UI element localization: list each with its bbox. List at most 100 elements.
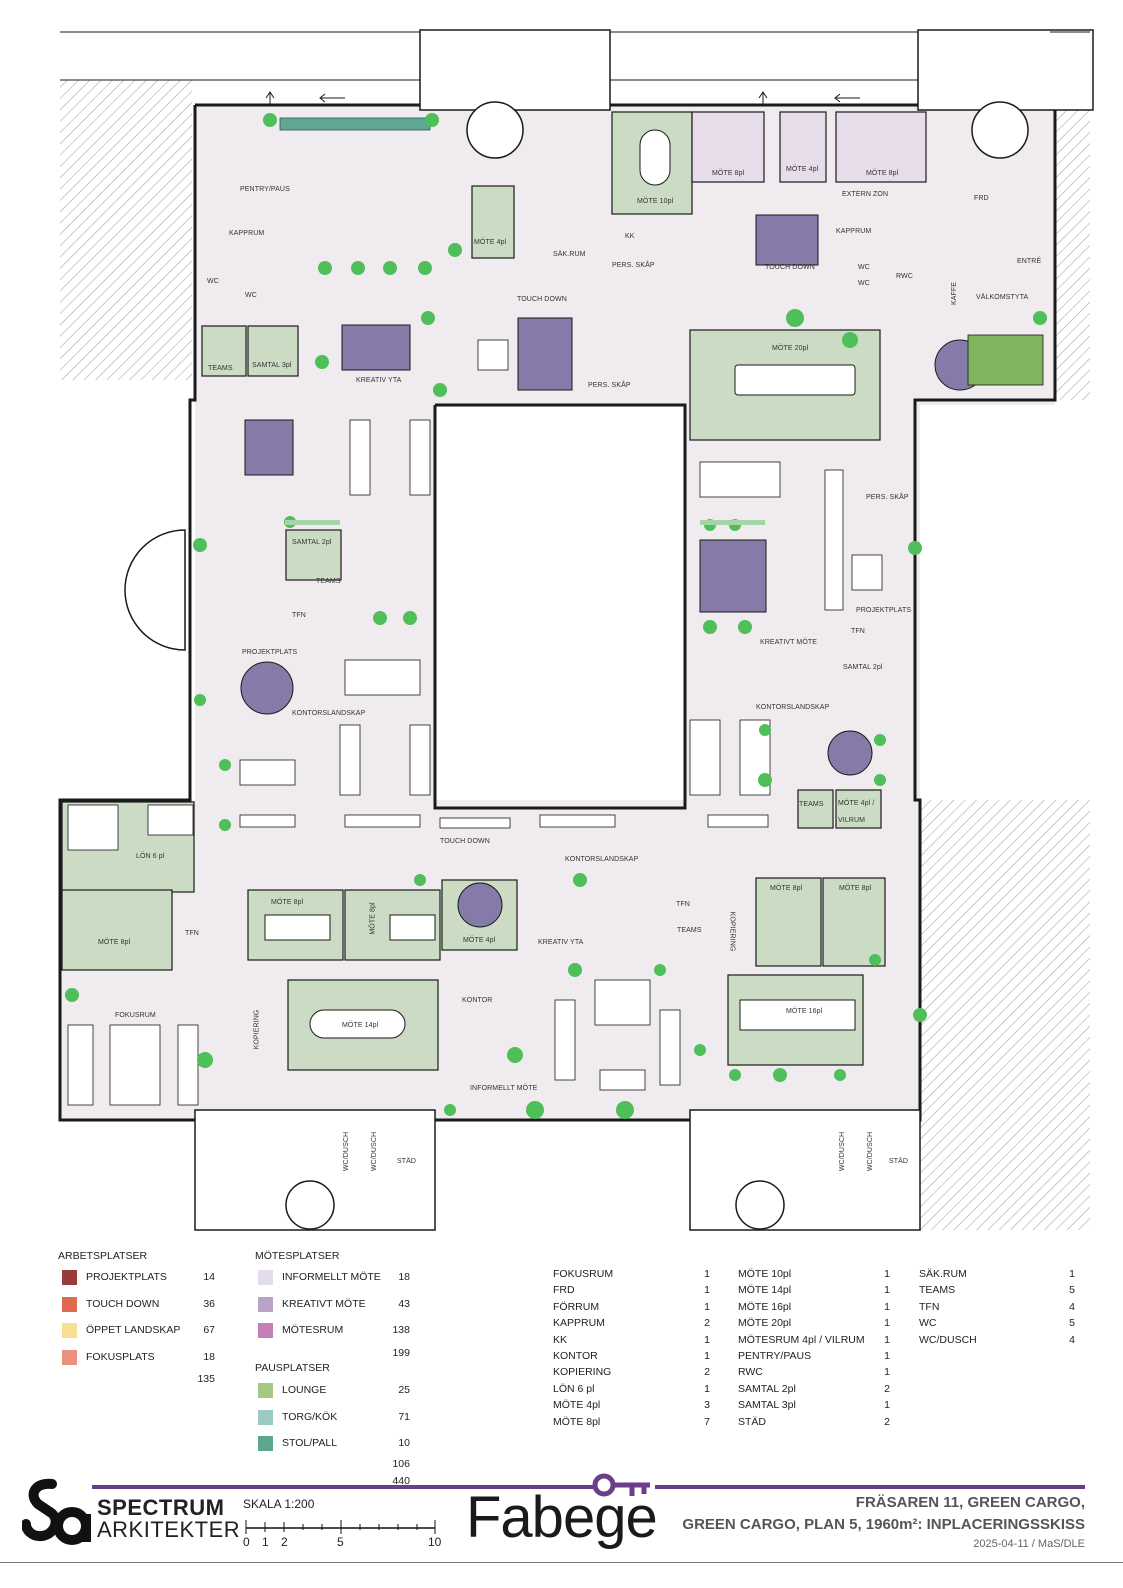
- label-mote4-n2: MÖTE 4pl: [786, 166, 819, 173]
- room-type-count: 1: [884, 1284, 890, 1297]
- legend-swatch: [62, 1270, 77, 1285]
- legend-swatch: [62, 1323, 77, 1338]
- room-type-name: SAMTAL 2pl: [738, 1382, 796, 1395]
- label-kapprum-e: KAPPRUM: [836, 228, 872, 235]
- label-mote20: MÖTE 20pl: [772, 345, 809, 352]
- label-tfn-sw: TFN: [185, 930, 199, 937]
- label-entre: ENTRÉ: [1017, 258, 1042, 265]
- floor-plan: [58, 29, 1094, 1231]
- label-kapprum-w: KAPPRUM: [229, 230, 265, 237]
- room-type-name: KAPPRUM: [553, 1317, 605, 1330]
- title-rule: [655, 1485, 1085, 1489]
- label-tfn-e: TFN: [851, 628, 865, 635]
- bay-window-west: [124, 529, 186, 651]
- label-pentry: PENTRY/PAUS: [240, 186, 290, 193]
- label-kontorslandskap-w: KONTORSLANDSKAP: [292, 710, 366, 717]
- room-type-name: KK: [553, 1333, 568, 1346]
- room-type-name: KONTOR: [553, 1350, 598, 1362]
- label-wc-dusch-4: WC/DUSCH: [867, 1131, 875, 1172]
- legend-count: 71: [398, 1411, 410, 1423]
- legend-count: 25: [398, 1384, 410, 1396]
- scale-tick: 2: [281, 1535, 288, 1549]
- title-line-2: GREEN CARGO, PLAN 5, 1960m²: INPLACERING…: [682, 1516, 1085, 1533]
- label-tfn-s: TFN: [676, 901, 690, 908]
- label-stad-1: STÄD: [397, 1158, 417, 1165]
- room-type-name: WC: [919, 1317, 937, 1330]
- room-type-count: 2: [704, 1366, 710, 1379]
- label-kontorslandskap-e: KONTORSLANDSKAP: [756, 704, 830, 711]
- label-mote8-se1: MÖTE 8pl: [770, 885, 803, 892]
- room-type-count: 1: [704, 1333, 710, 1346]
- room-type-count: 1: [704, 1300, 710, 1313]
- label-projektplats-w: PROJEKTPLATS: [242, 649, 298, 656]
- room-type-count: 1: [884, 1317, 890, 1330]
- room-type-name: RWC: [738, 1366, 763, 1379]
- label-wc-e1: WC: [858, 264, 870, 271]
- scale-tick: 10: [428, 1535, 442, 1549]
- legend-count: 10: [398, 1437, 410, 1449]
- legend-total: 199: [392, 1347, 410, 1359]
- label-mote8-n2: MÖTE 8pl: [866, 170, 899, 177]
- room-type-name: TFN: [919, 1300, 940, 1313]
- legend-total: 106: [392, 1458, 410, 1470]
- room-type-name: STÄD: [738, 1415, 767, 1428]
- room-type-name: TEAMS: [919, 1284, 956, 1297]
- label-kreativ-yta-s: KREATIV YTA: [538, 939, 584, 946]
- scale-tick: 1: [262, 1535, 269, 1549]
- room-type-name: FRD: [553, 1284, 575, 1297]
- label-mote14: MÖTE 14pl: [342, 1022, 379, 1029]
- room-type-count: 1: [704, 1382, 710, 1395]
- room-type-count: 1: [704, 1350, 710, 1362]
- legend-swatch: [258, 1297, 273, 1312]
- label-projektplats-e: PROJEKTPLATS: [856, 607, 912, 614]
- room-type-count: 1: [884, 1350, 890, 1362]
- label-wc-a: WC: [207, 278, 219, 285]
- room-type-name: MÖTE 4pl: [553, 1399, 601, 1412]
- label-kk: KK: [625, 233, 635, 240]
- legend-label: STOL/PALL: [282, 1437, 338, 1449]
- label-mote10: MÖTE 10pl: [637, 198, 674, 205]
- key-icon: [592, 1473, 650, 1497]
- legend-count: 18: [398, 1271, 410, 1283]
- room-type-name: KOPIERING: [553, 1366, 612, 1379]
- room-type-name: FÖRRUM: [553, 1300, 600, 1313]
- room-type-count: 1: [704, 1268, 710, 1280]
- legend-label: ÖPPET LANDSKAP: [86, 1324, 181, 1336]
- label-teams-e: TEAMS: [799, 801, 824, 808]
- label-kaffe: KAFFE: [951, 281, 959, 306]
- legend-label: LOUNGE: [282, 1384, 327, 1396]
- brand-spectrum: SPECTRUM: [97, 1495, 225, 1520]
- legend-label: INFORMELLT MÖTE: [282, 1271, 381, 1283]
- label-valkomstyta: VÄLKOMSTYTA: [976, 294, 1029, 301]
- label-samtal2-e: SAMTAL 2pl: [843, 664, 883, 671]
- label-wc-dusch-2: WC/DUSCH: [371, 1131, 379, 1172]
- title-meta: 2025-04-11 / MaS/DLE: [973, 1538, 1085, 1550]
- room-type-name: MÖTE 14pl: [738, 1284, 792, 1297]
- label-kontor: KONTOR: [462, 997, 493, 1004]
- room-type-name: MÖTE 8pl: [553, 1415, 601, 1428]
- title-rule: [92, 1485, 594, 1489]
- legend-title-pausplatser: PAUSPLATSER: [255, 1362, 330, 1374]
- kitchen-counters: [279, 117, 431, 131]
- spectrum-logo-icon: [22, 1478, 91, 1545]
- room-type-count: 2: [704, 1317, 710, 1330]
- label-pers-skap-e: PERS. SKÅP: [866, 494, 909, 501]
- label-stad-2: STÄD: [889, 1158, 909, 1165]
- label-extern-zon: EXTERN ZON: [842, 191, 889, 198]
- label-mote16: MÖTE 16pl: [786, 1008, 823, 1015]
- label-mote8-se2: MÖTE 8pl: [839, 885, 872, 892]
- room-type-count: 4: [1069, 1300, 1075, 1313]
- label-teams-w: TEAMS: [316, 578, 341, 585]
- legend-grand-total: 440: [392, 1475, 410, 1487]
- legend-count: 36: [203, 1298, 215, 1310]
- legend-swatch: [258, 1270, 273, 1285]
- scale-label: SKALA 1:200: [243, 1497, 315, 1511]
- legend-label: FOKUSPLATS: [86, 1351, 155, 1363]
- stair-towers-bottom: [194, 1109, 921, 1231]
- label-samtal3: SAMTAL 3pl: [252, 362, 292, 369]
- room-type-name: PENTRY/PAUS: [738, 1350, 812, 1362]
- label-frd: FRD: [974, 195, 989, 202]
- legend-swatch: [258, 1436, 273, 1451]
- label-touchdown-e: TOUCH DOWN: [765, 264, 815, 271]
- hatched-area-ne: [1050, 60, 1090, 400]
